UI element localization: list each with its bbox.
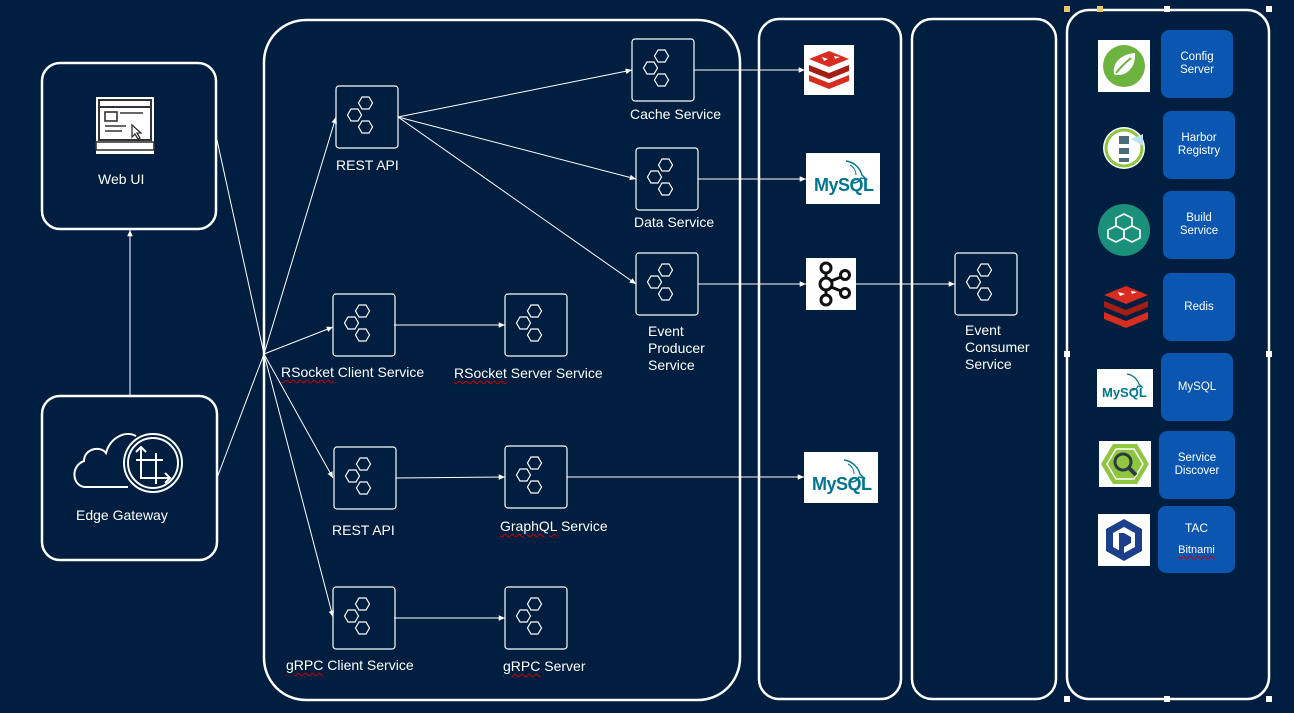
consumer-container <box>910 17 1058 701</box>
mysql-dolphin-icon: MySQL <box>1097 369 1153 407</box>
data-service-label: Data Service <box>634 214 715 230</box>
event-consumer-label: Event Consumer Service <box>965 322 1030 373</box>
mysql-dolphin-graphic <box>1126 373 1144 391</box>
mysql-wordmark: MySQL <box>814 175 874 195</box>
tile-line: TAC <box>1184 521 1209 535</box>
cache-service-label: Cache Service <box>630 106 722 122</box>
rsocket-server-rest: Server Service <box>506 365 603 381</box>
web-ui-box <box>40 61 218 231</box>
service-discovery-icon <box>1099 441 1151 487</box>
rsocket-server-node-icon <box>504 293 568 357</box>
mysql-dolphin-graphic <box>845 160 869 184</box>
rsocket-client-rest: Client Service <box>333 364 425 380</box>
tile-line: Service <box>1179 225 1219 237</box>
edge-gateway-label: Edge Gateway <box>76 507 168 523</box>
mysql-dolphin-icon: MySQL <box>804 452 878 503</box>
event-consumer-line-3: Service <box>965 356 1012 372</box>
event-consumer-node-icon <box>954 252 1018 316</box>
graphql-rest: Service <box>557 518 608 534</box>
event-consumer-line-1: Event <box>965 322 1001 338</box>
tile-line: MySQL <box>1177 380 1217 393</box>
grpc-client-node-icon <box>332 586 396 650</box>
cloud-gateway-icon <box>73 433 183 493</box>
service-discovery-graphic <box>1099 441 1151 487</box>
data-service-node-icon <box>635 147 699 211</box>
rest-api-mid-node-icon <box>333 446 397 510</box>
mysql-dolphin-icon: MySQL <box>806 153 880 204</box>
platform-tile-mysql[interactable]: MySQL <box>1161 353 1233 421</box>
rsocket-server-label: RSocket Server Service <box>454 365 603 382</box>
graphql-node-icon <box>504 445 568 509</box>
bitnami-graphic <box>1098 514 1150 566</box>
grpc-server-label: gRPC Server <box>503 658 585 675</box>
platform-tile-build-service[interactable]: Build Service <box>1163 191 1235 259</box>
tile-line: Registry <box>1177 145 1221 157</box>
event-producer-line-1: Event <box>648 323 684 339</box>
edge-gateway-box <box>40 394 219 562</box>
grpc-server-node-icon <box>504 586 568 650</box>
mysql-dolphin-graphic <box>843 459 867 483</box>
selection-handles[interactable] <box>1064 6 1272 702</box>
redis-icon <box>804 45 854 95</box>
event-consumer-line-2: Consumer <box>965 339 1030 355</box>
tile-line: Redis <box>1184 300 1214 313</box>
rsocket-client-label: RSocket Client Service <box>281 364 424 381</box>
browser-window-icon <box>95 97 155 154</box>
platform-tile-tac-bitnami[interactable]: TAC Bitnami <box>1158 506 1235 573</box>
spring-leaf-graphic <box>1103 45 1145 87</box>
rsocket-client-node-icon <box>332 293 396 357</box>
grpc-word: gRPC <box>503 658 541 674</box>
event-producer-label: Event Producer Service <box>648 323 705 374</box>
spring-leaf-icon <box>1098 40 1150 92</box>
harbor-graphic <box>1103 127 1145 169</box>
build-cubes-icon <box>1098 204 1150 256</box>
event-producer-node-icon <box>635 252 699 316</box>
tile-line: Build <box>1186 212 1212 224</box>
grpc-server-rest: Server <box>540 658 586 674</box>
services-container <box>262 18 742 702</box>
tile-line: Server <box>1180 64 1214 76</box>
rsocket-word: RSocket <box>281 364 334 380</box>
redis-icon <box>1100 282 1152 332</box>
platform-tile-service-discover[interactable]: Service Discover <box>1159 431 1235 499</box>
bitnami-icon <box>1098 514 1150 566</box>
platform-tile-harbor-registry[interactable]: Harbor Registry <box>1163 111 1235 179</box>
mysql-wordmark: MySQL <box>812 474 872 494</box>
grpc-word: gRPC <box>286 657 324 673</box>
event-producer-line-2: Producer <box>648 340 705 356</box>
grpc-client-rest: Client Service <box>323 657 414 673</box>
grpc-client-label: gRPC Client Service <box>286 657 414 674</box>
rest-api-top-node-icon <box>335 85 399 149</box>
rsocket-word: RSocket <box>454 365 507 381</box>
kafka-icon <box>806 258 856 310</box>
web-ui-label: Web UI <box>98 171 145 187</box>
datastore-container <box>757 17 903 701</box>
tile-line: Discover <box>1174 465 1220 477</box>
tile-line: Config <box>1180 51 1214 63</box>
graphql-service-label: GraphQL Service <box>500 518 608 535</box>
mysql-wordmark: MySQL <box>1102 385 1147 400</box>
platform-tile-config-server[interactable]: Config Server <box>1161 30 1233 98</box>
tile-line: Bitnami <box>1178 544 1215 556</box>
platform-tile-redis[interactable]: Redis <box>1163 273 1235 341</box>
tile-line: Harbor <box>1181 132 1217 144</box>
harbor-lighthouse-icon <box>1100 124 1148 172</box>
rest-api-mid-label: REST API <box>332 522 395 538</box>
cache-service-node-icon <box>631 38 695 102</box>
rest-api-top-label: REST API <box>336 157 399 173</box>
event-producer-line-3: Service <box>648 357 695 373</box>
connector-lines <box>127 67 955 621</box>
redis-graphic <box>1104 286 1148 328</box>
tile-line: Service <box>1177 452 1217 464</box>
graphql-word: GraphQL <box>500 518 558 534</box>
build-cubes-graphic <box>1098 204 1150 256</box>
